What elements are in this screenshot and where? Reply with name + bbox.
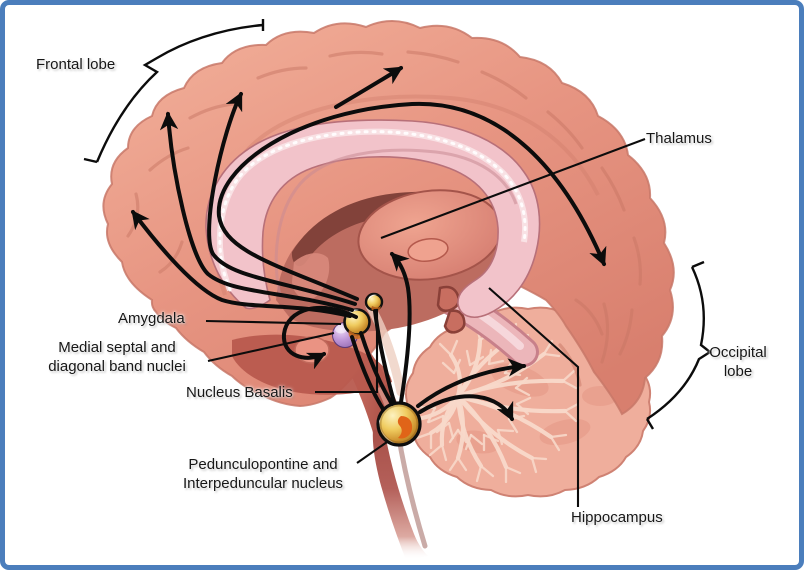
label-occipital-lobe: Occipital lobe xyxy=(709,344,767,380)
corpus-callosum xyxy=(205,119,541,318)
label-pedunculopontine: Pedunculopontine and Interpeduncular nuc… xyxy=(182,456,344,492)
sulci-lines xyxy=(126,50,642,387)
label-amygdala: Amygdala xyxy=(118,310,185,327)
frontal-lobe-bracket xyxy=(83,19,265,164)
pathway-arrows xyxy=(131,66,607,422)
label-medial-septal: Medial septal and diagonal band nuclei xyxy=(48,339,186,375)
label-frontal-lobe: Frontal lobe xyxy=(36,56,116,73)
occipital-lobe-bracket xyxy=(645,260,713,430)
label-nucleus-basalis: Nucleus Basalis xyxy=(186,384,293,401)
leader-lines xyxy=(83,19,713,507)
label-thalamus: Thalamus xyxy=(646,130,712,147)
label-hippocampus: Hippocampus xyxy=(571,509,663,526)
